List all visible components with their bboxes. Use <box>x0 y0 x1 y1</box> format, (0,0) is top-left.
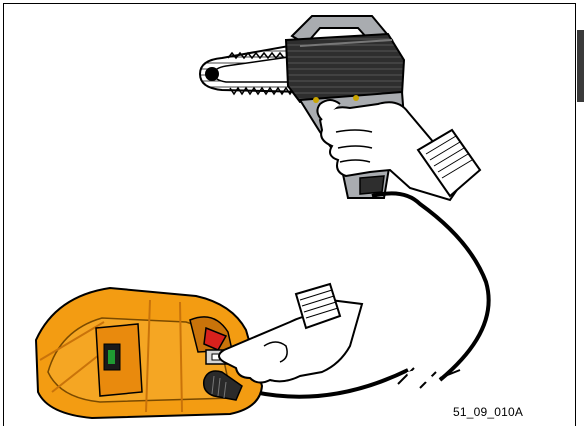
glove-hand-illustration <box>317 100 480 200</box>
figure-code: 51_09_010A <box>453 405 523 419</box>
